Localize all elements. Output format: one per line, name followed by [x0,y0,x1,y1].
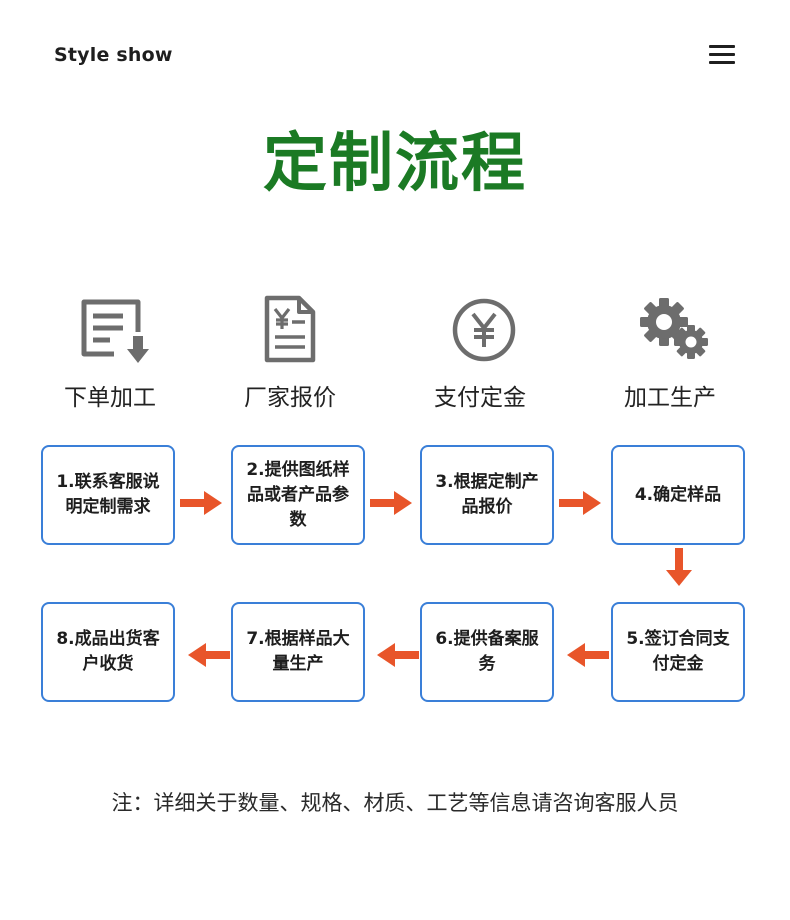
flow-step-2: 2.提供图纸样品或者产品参数 [231,445,365,545]
arrow-left-icon [567,643,609,667]
page-title: 定制流程 [263,127,527,201]
gears-icon [640,298,708,359]
arrow-right-icon [180,491,222,515]
arrow-down-icon [666,548,692,586]
flow-step-8: 8.成品出货客户收货 [41,602,175,702]
arrow-right-icon [559,491,601,515]
flow-step-7: 7.根据样品大量生产 [231,602,365,702]
arrow-left-icon [188,643,230,667]
footer-note: 注：详细关于数量、规格、材质、工艺等信息请咨询客服人员 [111,791,679,815]
document-download-icon [81,299,149,363]
step-label-3: 支付定金 [434,385,526,411]
yen-document-icon [264,295,316,363]
step-label-2: 厂家报价 [244,385,336,411]
menu-bar [709,61,735,64]
yen-coin-icon [452,298,516,362]
hamburger-menu-icon[interactable] [709,44,735,66]
menu-bar [709,53,735,56]
menu-bar [709,45,735,48]
flow-step-1: 1.联系客服说明定制需求 [41,445,175,545]
step-label-1: 下单加工 [64,385,156,411]
flow-step-4: 4.确定样品 [611,445,745,545]
flow-step-5: 5.签订合同支付定金 [611,602,745,702]
flow-step-6: 6.提供备案服务 [420,602,554,702]
step-label-4: 加工生产 [624,385,716,411]
arrow-right-icon [370,491,412,515]
flow-step-3: 3.根据定制产品报价 [420,445,554,545]
brand-logo-text: Style show [54,44,173,66]
arrow-left-icon [377,643,419,667]
